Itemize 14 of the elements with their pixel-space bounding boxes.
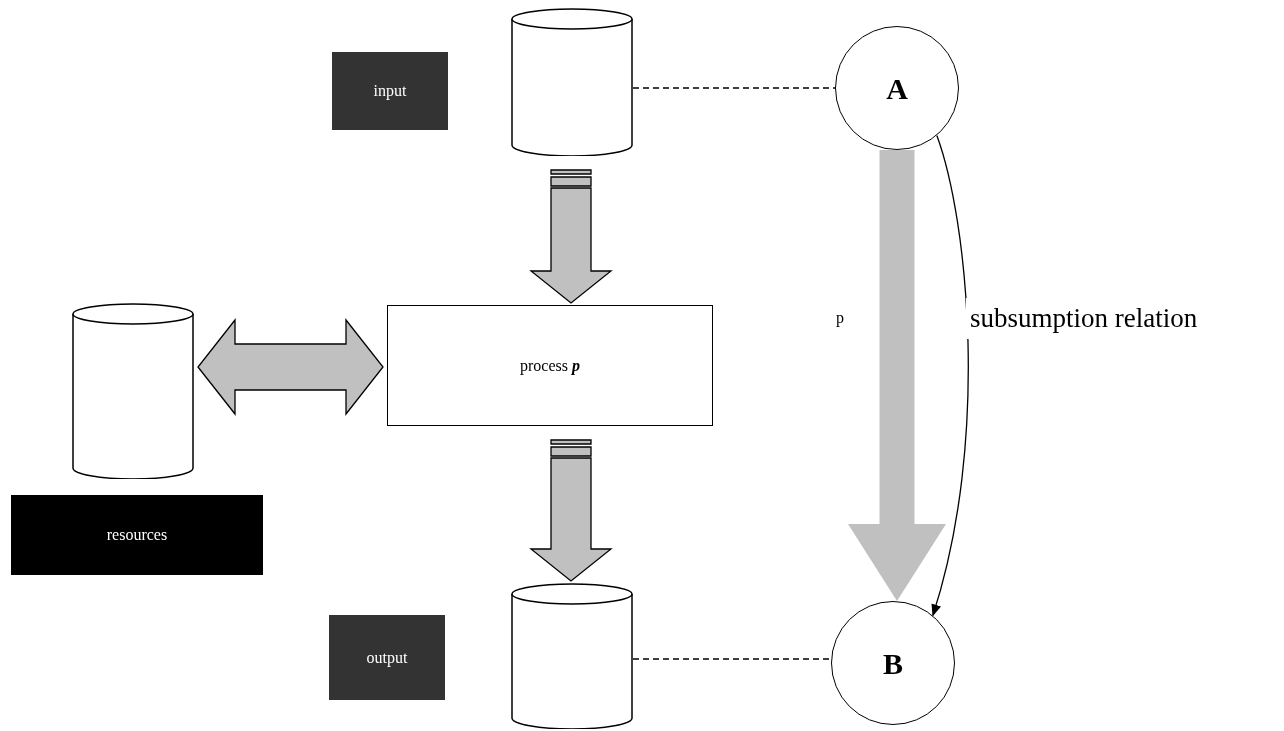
process-box: process p — [387, 305, 713, 426]
block-arrow — [197, 318, 384, 416]
cylinder — [511, 8, 633, 156]
block-arrow — [848, 150, 946, 601]
block-arrow — [529, 439, 613, 582]
block-arrow — [529, 169, 613, 304]
dashed-line — [632, 658, 832, 660]
label-box: input — [332, 52, 448, 130]
cylinder — [511, 583, 633, 729]
label-box: output — [329, 615, 445, 700]
cylinder — [72, 303, 194, 479]
curved-arrow — [931, 134, 969, 617]
dashed-line — [632, 87, 836, 89]
label-box: resources — [11, 495, 263, 575]
